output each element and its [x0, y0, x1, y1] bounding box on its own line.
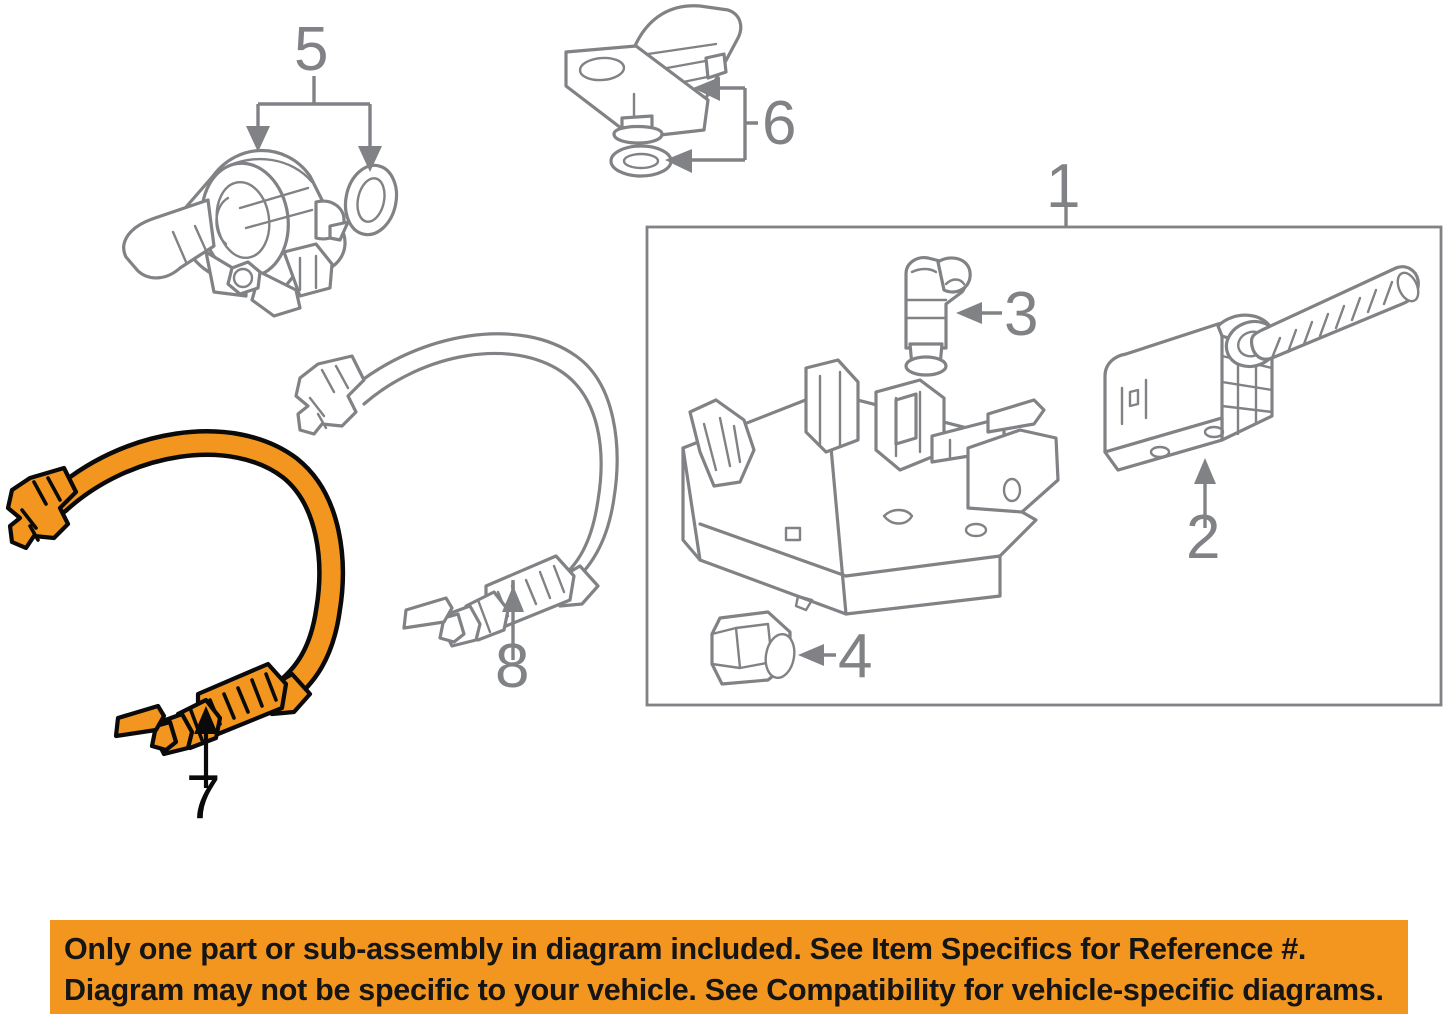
purge-valve-o-ring	[343, 163, 399, 237]
pressure-sensor-body	[564, 4, 743, 145]
callout-3-arrow	[956, 302, 982, 324]
callout-5-arrow-valve	[246, 126, 270, 152]
callout-7-oxygen-sensor-highlighted: 7	[5, 429, 346, 832]
callout-4-grommet: 4	[710, 610, 872, 691]
disclaimer-line-1: Only one part or sub-assembly in diagram…	[64, 932, 1307, 966]
callout-2-vent-valve: 2	[1103, 265, 1420, 572]
callout-2-arrow	[1194, 458, 1216, 484]
purge-valve-body	[122, 148, 350, 318]
callout-2-number: 2	[1186, 503, 1220, 572]
callout-8-arrow	[502, 586, 524, 612]
callout-4-arrow	[798, 644, 824, 666]
callout-1-group-box: 1	[645, 152, 1443, 707]
callout-3-elbow-connector: 3	[904, 256, 1038, 377]
callout-6-number: 6	[762, 89, 796, 158]
pressure-sensor-o-ring	[609, 144, 673, 178]
disclaimer-banner: Only one part or sub-assembly in diagram…	[50, 920, 1408, 1014]
callout-1-number: 1	[1046, 152, 1080, 221]
callout-8-number: 8	[495, 632, 529, 701]
callout-8-oxygen-sensor: 8	[294, 332, 619, 701]
callout-7-arrow	[194, 706, 218, 734]
disclaimer-line-2: Diagram may not be specific to your vehi…	[64, 973, 1384, 1007]
callout-5-arrow-oring	[358, 146, 382, 172]
callout-6-arrow-sensor	[693, 77, 720, 101]
callout-3-number: 3	[1004, 280, 1038, 349]
callout-7-number: 7	[186, 763, 220, 832]
callout-4-number: 4	[838, 622, 872, 691]
callout-5-number: 5	[294, 15, 328, 84]
callout-6-pressure-sensor: 6	[564, 4, 796, 178]
vapor-canister-body	[681, 358, 1060, 616]
callout-5-purge-valve: 5	[122, 15, 399, 318]
callout-6-arrow-oring	[665, 149, 692, 173]
